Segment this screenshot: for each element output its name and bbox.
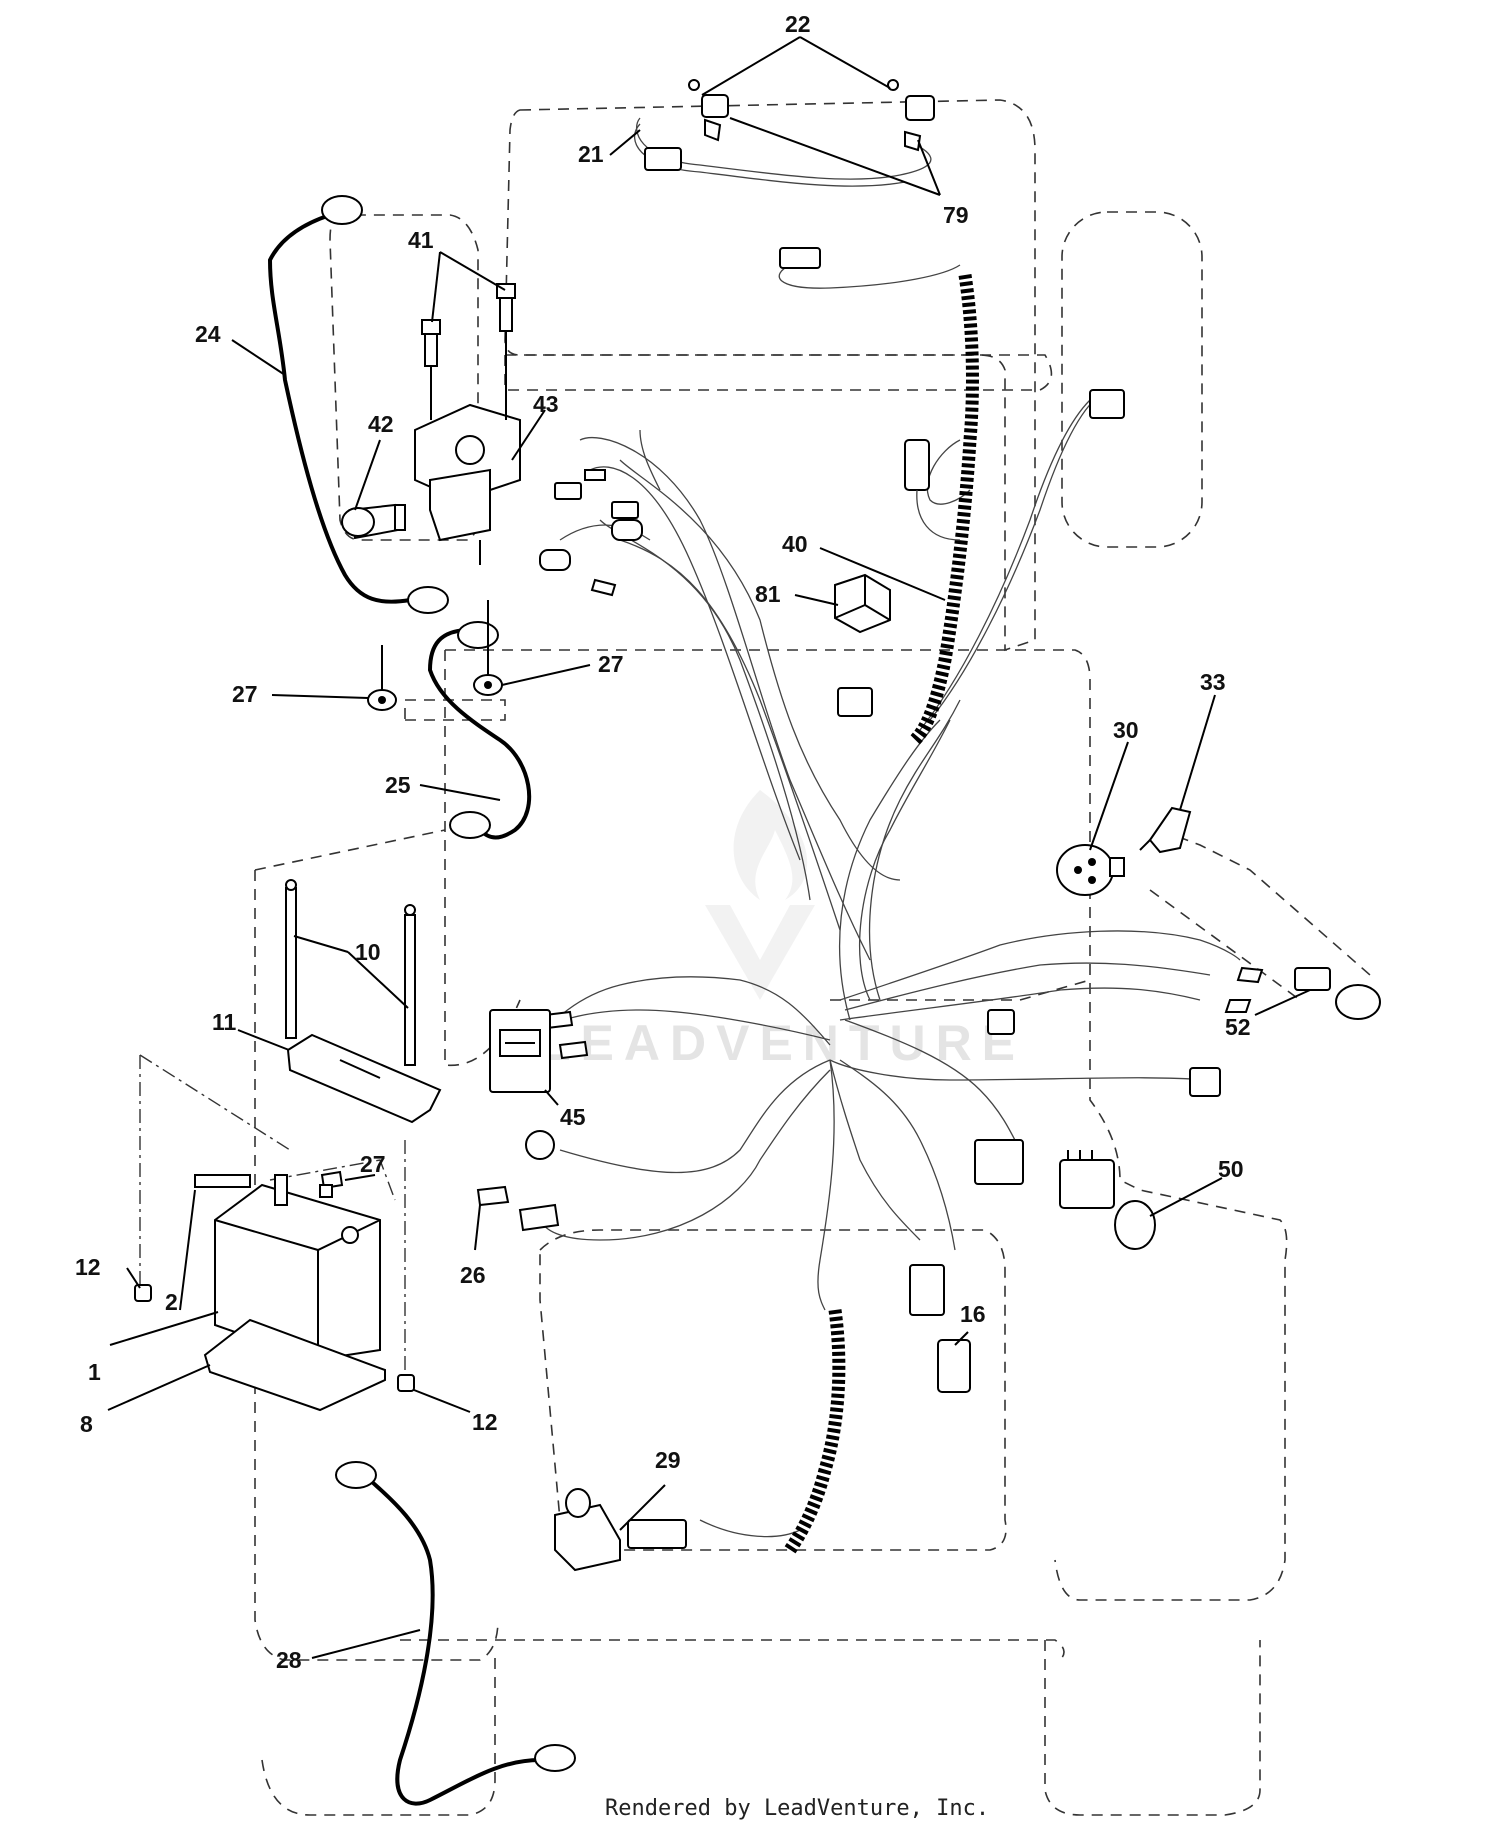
- pto-switch: [1059, 1150, 1156, 1250]
- callout-27-b: 27: [598, 651, 624, 677]
- fuse-holders: [476, 1185, 560, 1232]
- headlight-assembly: [634, 79, 935, 187]
- callout-30: 30: [1113, 717, 1139, 743]
- harness-connectors: [525, 389, 1264, 1393]
- conduit-lower-icon: [784, 1309, 846, 1554]
- callout-12-a: 12: [75, 1254, 101, 1280]
- callout-10: 10: [355, 939, 381, 965]
- battery-tray: [203, 1318, 386, 1412]
- wire-harness: [519, 247, 1241, 1538]
- conduit-upper-icon: [910, 274, 979, 745]
- ignition-key: [1139, 806, 1192, 854]
- callout-25: 25: [385, 772, 411, 798]
- callout-79: 79: [943, 202, 969, 228]
- callout-11: 11: [212, 1009, 237, 1035]
- ignition-switch: [1056, 844, 1125, 896]
- callout-50: 50: [1218, 1156, 1244, 1182]
- callout-27-c: 27: [360, 1151, 386, 1177]
- callout-81: 81: [755, 581, 781, 607]
- callout-27-a: 27: [232, 681, 258, 707]
- bulb: [1294, 967, 1381, 1020]
- footer-credit: Rendered by LeadVenture, Inc.: [605, 1796, 989, 1821]
- tractor-outline: [254, 99, 1371, 1816]
- relay: [834, 573, 891, 634]
- callout-42: 42: [368, 411, 394, 437]
- watermark-logo: [705, 790, 815, 1000]
- callout-2: 2: [165, 1289, 178, 1315]
- callout-1: 1: [88, 1359, 101, 1385]
- callout-52: 52: [1225, 1014, 1251, 1040]
- callout-21: 21: [578, 141, 604, 167]
- battery-hold-down: [285, 879, 442, 1124]
- callout-12-b: 12: [472, 1409, 498, 1435]
- callout-labels: 22 21 79 41 24 42 43 40 81 27 27 25 33 3…: [75, 11, 1251, 1673]
- leader-lines: [107, 36, 1311, 1659]
- callout-41: 41: [408, 227, 434, 253]
- callout-8: 8: [80, 1411, 93, 1437]
- callout-24: 24: [195, 321, 221, 347]
- cage-nut-left: [134, 1284, 152, 1302]
- callout-28: 28: [276, 1647, 302, 1673]
- callout-26: 26: [460, 1262, 486, 1288]
- starter-solenoid: [341, 283, 521, 565]
- nuts: [320, 600, 503, 1190]
- cage-nut-right: [397, 1374, 415, 1392]
- reference-lines: [139, 1054, 406, 1375]
- callout-22: 22: [785, 11, 811, 37]
- callout-16: 16: [960, 1301, 986, 1327]
- watermark-text: LEADVENTURE: [540, 1015, 1025, 1071]
- hour-meter: [489, 1009, 551, 1093]
- callout-40: 40: [782, 531, 808, 557]
- callout-43: 43: [533, 391, 559, 417]
- callout-29: 29: [655, 1447, 681, 1473]
- callout-45: 45: [560, 1104, 586, 1130]
- seat-switch: [554, 1488, 687, 1572]
- callout-33: 33: [1200, 669, 1226, 695]
- battery: [194, 1174, 381, 1362]
